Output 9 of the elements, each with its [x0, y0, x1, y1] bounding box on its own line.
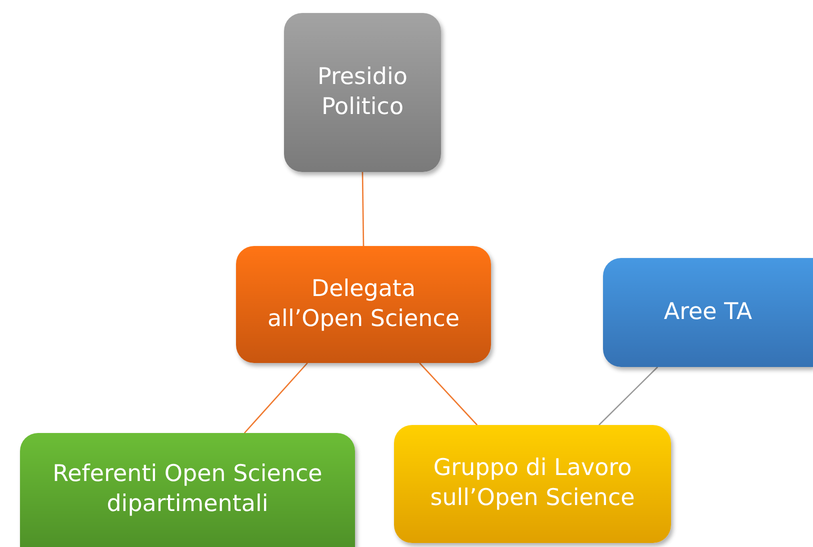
connector-line	[362, 172, 364, 246]
process-box: Aree TA	[603, 258, 813, 367]
process-box: Gruppo di Lavoro sull’Open Science	[394, 425, 671, 543]
process-box: Presidio Politico	[284, 13, 441, 172]
process-box: Delegata all’Open Science	[236, 246, 491, 363]
connector-line	[244, 362, 308, 434]
connector-line	[598, 366, 658, 426]
connector-line	[419, 362, 478, 426]
process-box: Referenti Open Science dipartimentali	[20, 433, 355, 547]
